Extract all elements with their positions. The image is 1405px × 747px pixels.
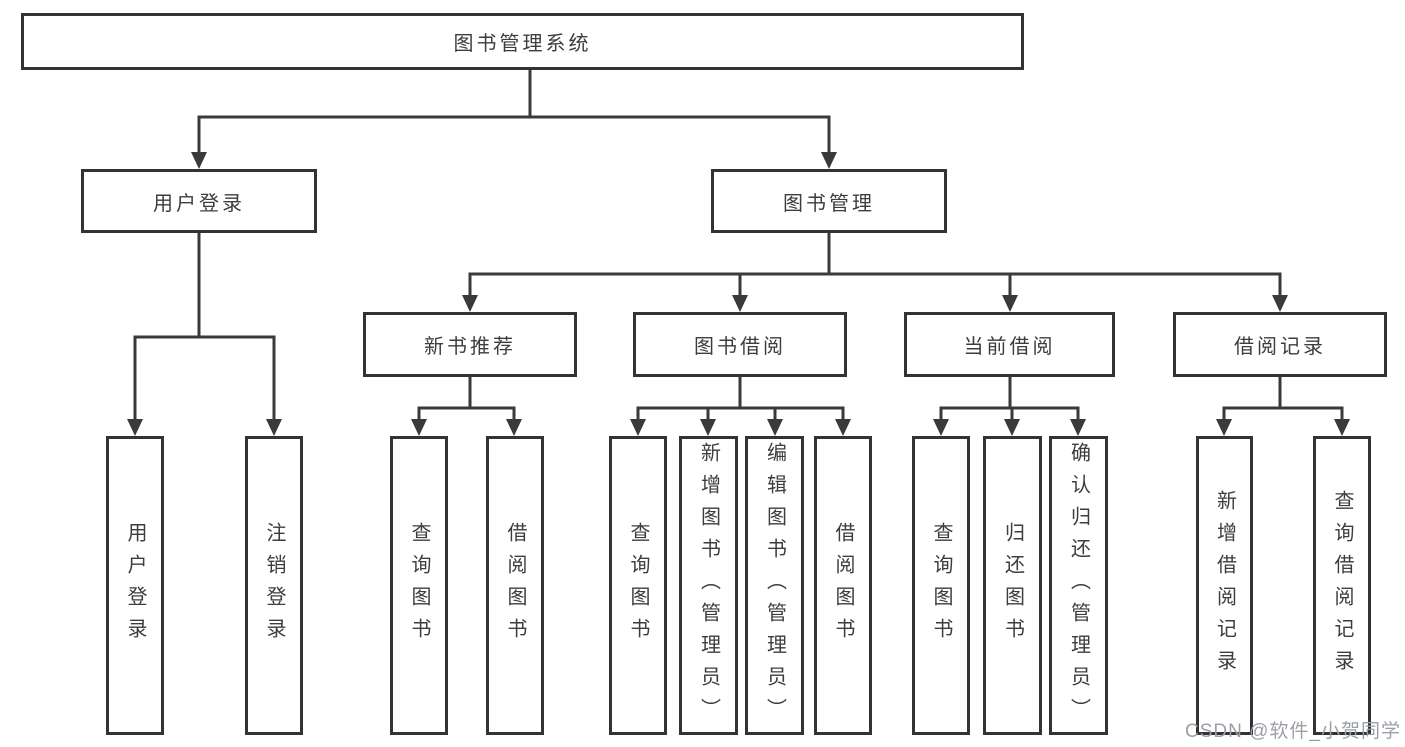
node-label: 图书管理	[783, 192, 875, 215]
node-borrow-records: 借阅记录	[1173, 312, 1387, 377]
leaf-label: 编辑图书（管理员）	[763, 441, 786, 730]
leaf-label: 借阅图书	[504, 521, 526, 650]
leaf-user-login: 用户登录	[106, 436, 164, 735]
leaf-borrow-book: 借阅图书	[814, 436, 872, 735]
leaf-label: 用户登录	[124, 521, 146, 650]
leaf-label: 注销登录	[263, 521, 285, 650]
leaf-return-book: 归还图书	[983, 436, 1042, 735]
node-label: 图书借阅	[694, 336, 786, 358]
leaf-recommend-query-book: 查询图书	[390, 436, 448, 735]
leaf-recommend-borrow-book: 借阅图书	[486, 436, 544, 735]
node-label: 图书管理系统	[453, 33, 592, 55]
node-book-management: 图书管理	[711, 169, 947, 233]
leaf-edit-book-admin: 编辑图书（管理员）	[745, 436, 804, 735]
node-label: 当前借阅	[963, 336, 1056, 358]
leaf-add-borrow-record: 新增借阅记录	[1196, 436, 1253, 735]
leaf-label: 新增图书（管理员）	[697, 441, 720, 730]
leaf-confirm-return-admin: 确认归还（管理员）	[1049, 436, 1108, 735]
node-new-book-recommend: 新书推荐	[363, 312, 577, 377]
node-label: 借阅记录	[1234, 336, 1326, 358]
leaf-label: 确认归还（管理员）	[1067, 441, 1090, 730]
csdn-watermark: CSDN @软件_小贺同学	[1185, 721, 1401, 742]
node-current-borrow: 当前借阅	[904, 312, 1115, 377]
leaf-label: 归还图书	[1001, 521, 1024, 650]
leaf-label: 查询借阅记录	[1331, 489, 1353, 682]
node-user-login: 用户登录	[81, 169, 317, 233]
leaf-logout: 注销登录	[245, 436, 303, 735]
node-label: 用户登录	[153, 192, 245, 215]
leaf-query-borrow-record: 查询借阅记录	[1313, 436, 1371, 735]
leaf-label: 新增借阅记录	[1213, 489, 1236, 682]
leaf-label: 借阅图书	[832, 521, 854, 650]
leaf-label: 查询图书	[930, 521, 952, 650]
node-label: 新书推荐	[424, 336, 516, 358]
leaf-current-query-book: 查询图书	[912, 436, 970, 735]
node-book-borrow: 图书借阅	[633, 312, 847, 377]
leaf-label: 查询图书	[408, 521, 430, 650]
leaf-add-book-admin: 新增图书（管理员）	[679, 436, 738, 735]
node-root-library-system: 图书管理系统	[21, 13, 1024, 70]
leaf-label: 查询图书	[627, 521, 649, 650]
leaf-borrow-query-book: 查询图书	[609, 436, 667, 735]
